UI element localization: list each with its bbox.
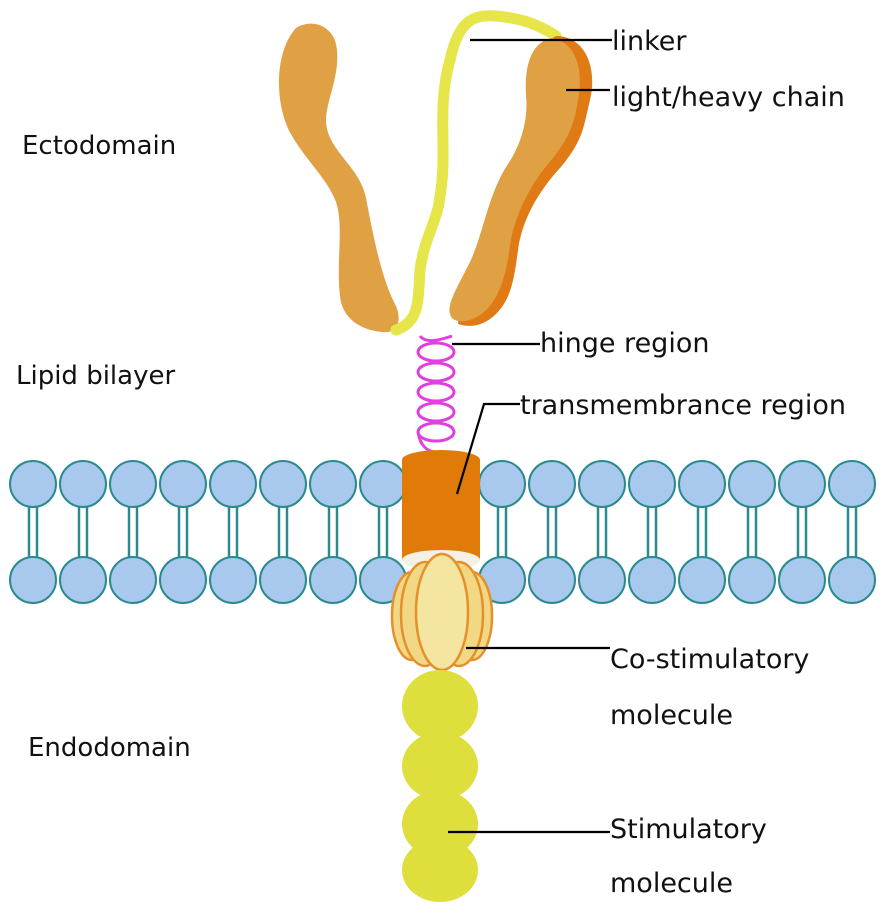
- region-label-lipid-bilayer: Lipid bilayer: [16, 361, 175, 391]
- left-chain: [278, 23, 399, 333]
- stimulatory-molecule: [402, 670, 478, 902]
- label-costimulatory-line1: Co-stimulatory: [610, 644, 809, 675]
- lipid-head: [778, 460, 826, 508]
- lipid-head: [9, 460, 57, 508]
- lipid-head: [159, 460, 207, 508]
- lipid-head: [9, 556, 57, 604]
- lipid-head: [109, 556, 157, 604]
- leader-lines: [448, 38, 612, 834]
- lipid-head: [828, 460, 876, 508]
- lipid-head: [109, 460, 157, 508]
- lipid-head: [359, 460, 407, 508]
- lipid-tails: [27, 507, 858, 557]
- label-hinge-region: hinge region: [540, 328, 709, 359]
- lipid-head: [678, 556, 726, 604]
- label-stimulatory-line1: Stimulatory: [610, 814, 767, 845]
- lipid-heads: [9, 460, 876, 604]
- lipid-head: [209, 460, 257, 508]
- transmembrane-region: [402, 450, 480, 570]
- lipid-head: [159, 556, 207, 604]
- label-costimulatory-line2: molecule: [610, 700, 733, 731]
- lipid-head: [728, 556, 776, 604]
- lipid-head: [728, 460, 776, 508]
- right-chain: [449, 38, 580, 322]
- linker-chain: [390, 10, 562, 336]
- lipid-head: [778, 556, 826, 604]
- lipid-head: [59, 556, 107, 604]
- label-light-heavy-chain: light/heavy chain: [612, 82, 845, 113]
- lipid-head: [528, 556, 576, 604]
- region-label-endodomain: Endodomain: [28, 733, 191, 763]
- lipid-head: [59, 460, 107, 508]
- lipid-head: [578, 556, 626, 604]
- lipid-head: [259, 460, 307, 508]
- lipid-head: [678, 460, 726, 508]
- lipid-head: [259, 556, 307, 604]
- lipid-head: [209, 556, 257, 604]
- label-linker: linker: [612, 26, 687, 57]
- hinge-spring: [416, 334, 456, 454]
- costimulatory-molecule: [390, 552, 494, 672]
- label-stimulatory-line2: molecule: [610, 868, 733, 899]
- lipid-head: [528, 460, 576, 508]
- lipid-head: [309, 460, 357, 508]
- lipid-head: [628, 460, 676, 508]
- lipid-head: [309, 556, 357, 604]
- lipid-head: [828, 556, 876, 604]
- lipid-head: [628, 556, 676, 604]
- lipid-head: [478, 460, 526, 508]
- lipid-head: [578, 460, 626, 508]
- lipid-bilayer: [9, 460, 876, 604]
- region-label-ectodomain: Ectodomain: [22, 131, 176, 161]
- label-transmembrane-region: transmembrance region: [520, 390, 846, 421]
